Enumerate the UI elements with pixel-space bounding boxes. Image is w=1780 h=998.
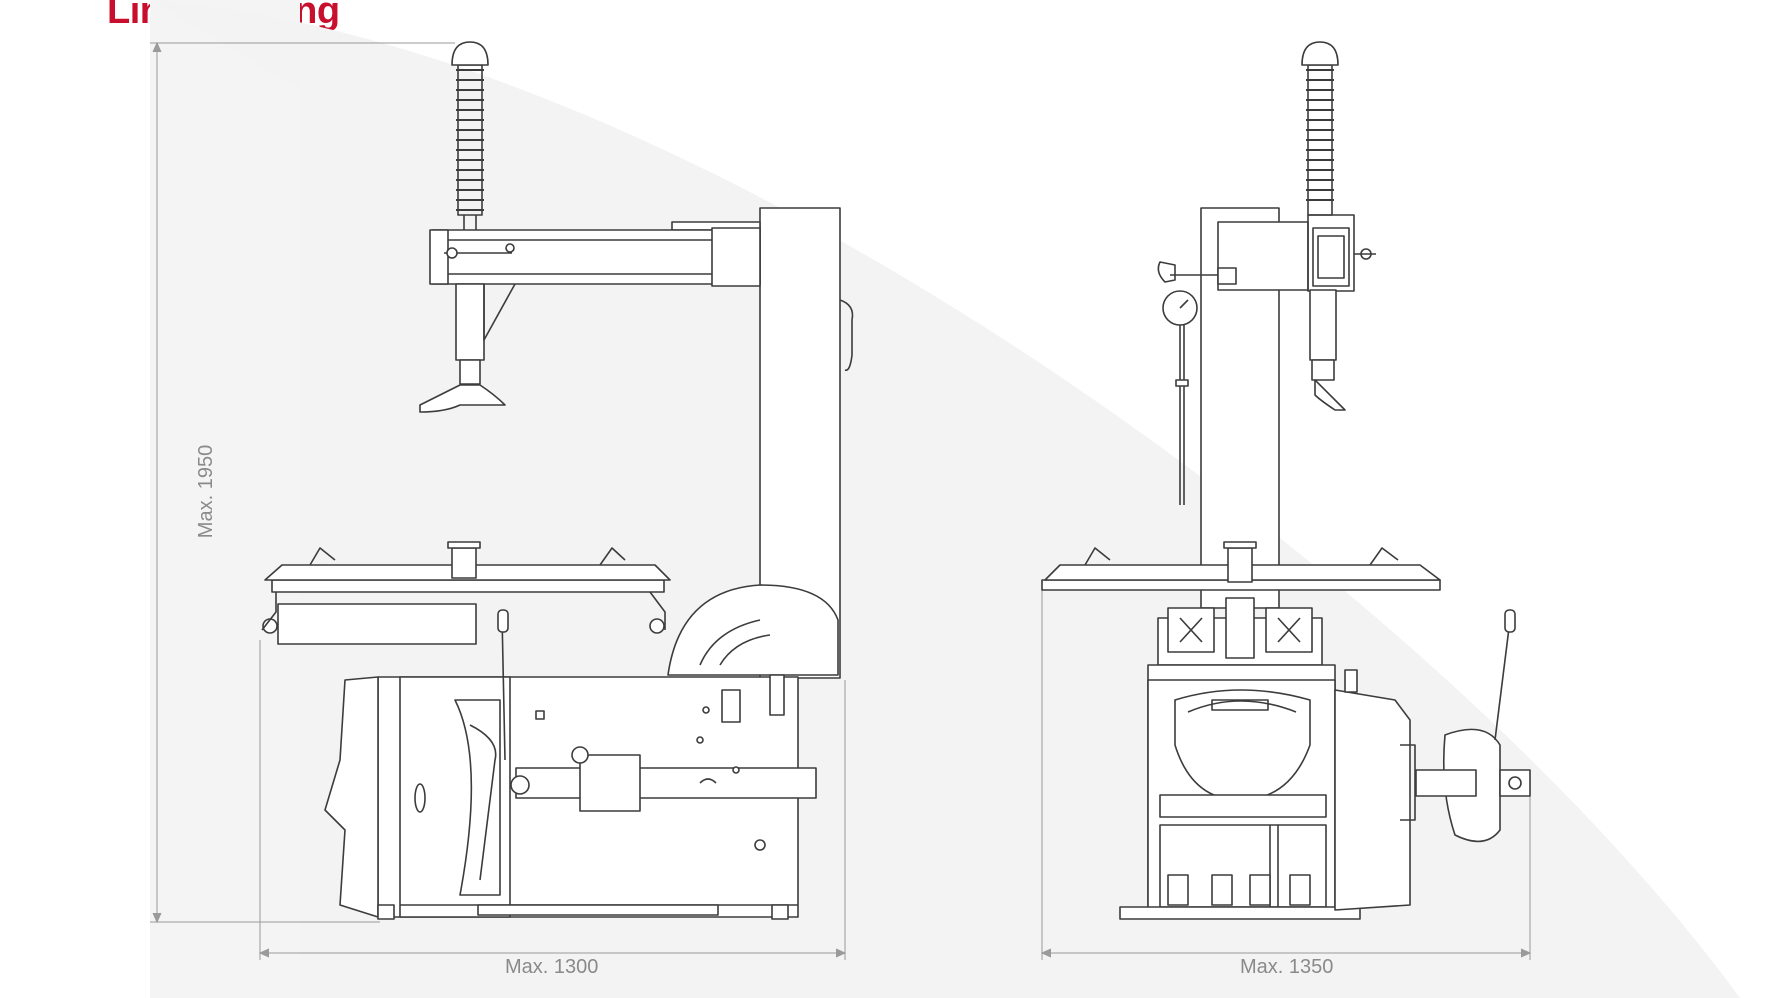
front-inflation-handle	[1157, 261, 1176, 283]
side-pedal-lever	[501, 614, 506, 761]
front-lever	[1494, 619, 1511, 741]
front-pedal-1	[1167, 874, 1189, 906]
dimension-width-side-label: Max. 1300	[505, 956, 599, 978]
front-pedal-3	[1249, 874, 1271, 906]
dimension-width-front-label: Max. 1350	[1240, 956, 1334, 978]
front-view-machine	[1041, 41, 1531, 920]
side-tower-hook	[839, 299, 854, 371]
side-mount-head	[419, 384, 506, 413]
side-spring-icon	[456, 69, 484, 211]
side-breaker-bar	[515, 767, 817, 799]
side-view-machine	[261, 41, 854, 920]
side-vertical-shaft	[455, 283, 485, 361]
front-side-cabinet	[1334, 689, 1411, 911]
background-band	[150, 0, 300, 998]
dimension-width-front-line	[1040, 590, 1532, 960]
dimension-height-line	[150, 41, 455, 924]
side-spring-knob	[451, 41, 489, 66]
front-pedal-4	[1289, 874, 1311, 906]
front-pedal-2	[1211, 874, 1233, 906]
dimension-width-side-line	[258, 640, 847, 960]
side-bead-shield	[667, 584, 839, 676]
side-cylinder	[277, 603, 477, 645]
front-spring-knob	[1301, 41, 1339, 66]
front-spring-icon	[1306, 69, 1334, 201]
side-front-profile	[324, 676, 379, 918]
side-turntable	[271, 579, 665, 593]
side-horizontal-arm	[431, 229, 761, 285]
front-display-panel	[1174, 689, 1311, 801]
dimension-height-label: Max. 1950	[195, 444, 218, 539]
